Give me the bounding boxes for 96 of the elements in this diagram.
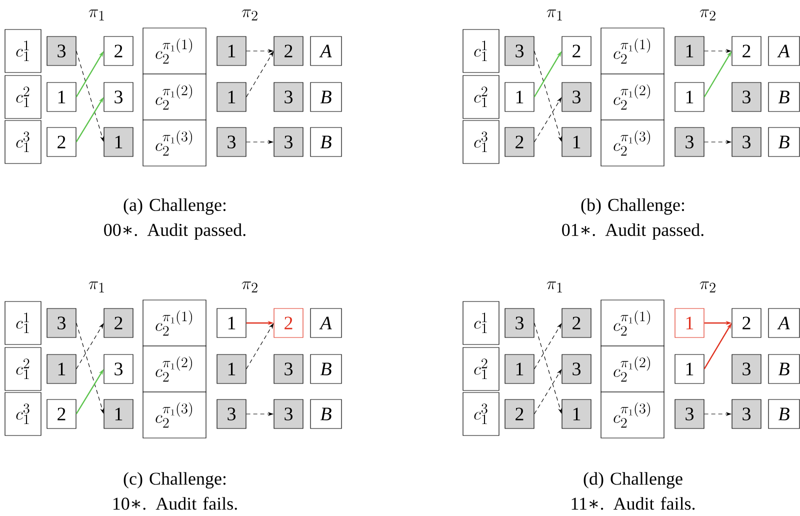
number-box: 2	[274, 308, 304, 338]
letter-box: A	[310, 36, 342, 66]
number-box: 3	[732, 354, 762, 384]
symbol-box: $c_1^3$	[4, 120, 42, 164]
number-box: 3	[104, 82, 134, 112]
symbol-box: $c_2^{\pi_1(3)}$	[142, 120, 206, 166]
number-box: 1	[216, 36, 246, 66]
symbol-box: $c_2^{\pi_1(1)}$	[600, 300, 664, 346]
letter-box: B	[310, 82, 342, 112]
symbol-box: $c_2^{\pi_1(2)}$	[600, 74, 664, 120]
permutation-label: $\pi_2$	[700, 282, 716, 292]
number-box: 2	[46, 127, 76, 157]
caption: (c) Challenge: 10∗. Audit fails.	[113, 472, 237, 510]
symbol-box: $c_1^3$	[4, 392, 42, 436]
number-box: 3	[216, 127, 246, 157]
number-box: 1	[104, 127, 134, 157]
number-box: 2	[562, 308, 592, 338]
letter-box: A	[768, 36, 800, 66]
symbol-box: $c_1^2$	[462, 75, 500, 119]
symbol-box: $c_1^3$	[462, 120, 500, 164]
symbol-box: $c_1^3$	[462, 392, 500, 436]
number-box: 3	[732, 127, 762, 157]
caption: (d) Challenge 11∗. Audit fails.	[572, 472, 695, 510]
symbol-box: $c_1^2$	[4, 75, 42, 119]
symbol-box: $c_2^{\pi_1(2)}$	[142, 346, 206, 392]
number-box: 1	[674, 82, 704, 112]
number-box: 1	[504, 82, 534, 112]
number-box: 3	[216, 399, 246, 429]
number-box: 2	[104, 308, 134, 338]
symbol-box: $c_1^1$	[4, 301, 42, 345]
number-box: 1	[674, 354, 704, 384]
letter-box: A	[768, 308, 800, 338]
permutation-label: $\pi_1$	[88, 282, 104, 292]
number-box: 1	[216, 308, 246, 338]
letter-box: B	[768, 399, 800, 429]
caption: (b) Challenge: 01∗. Audit passed.	[562, 198, 704, 240]
number-box: 2	[46, 399, 76, 429]
symbol-box: $c_1^1$	[4, 29, 42, 73]
number-box: 3	[274, 127, 304, 157]
symbol-box: $c_2^{\pi_1(3)}$	[142, 392, 206, 438]
number-box: 3	[674, 399, 704, 429]
permutation-label: $\pi_2$	[242, 282, 258, 292]
caption: (a) Challenge: 00∗. Audit passed.	[104, 198, 246, 240]
symbol-box: $c_2^{\pi_1(2)}$	[142, 74, 206, 120]
letter-box: B	[310, 354, 342, 384]
permutation-label: $\pi_1$	[546, 282, 562, 292]
permutation-label: $\pi_1$	[88, 10, 104, 20]
number-box: 1	[46, 82, 76, 112]
number-box: 3	[504, 36, 534, 66]
letter-box: B	[768, 82, 800, 112]
number-box: 3	[274, 82, 304, 112]
number-box: 3	[504, 308, 534, 338]
number-box: 3	[732, 399, 762, 429]
number-box: 3	[274, 354, 304, 384]
symbol-box: $c_2^{\pi_1(1)}$	[600, 28, 664, 74]
number-box: 3	[104, 354, 134, 384]
number-box: 2	[104, 36, 134, 66]
symbol-box: $c_1^1$	[462, 301, 500, 345]
number-box: 3	[562, 82, 592, 112]
number-box: 3	[46, 308, 76, 338]
permutation-label: $\pi_2$	[700, 10, 716, 20]
number-box: 1	[46, 354, 76, 384]
number-box: 3	[732, 82, 762, 112]
symbol-box: $c_2^{\pi_1(2)}$	[600, 346, 664, 392]
number-box: 2	[504, 399, 534, 429]
letter-box: A	[310, 308, 342, 338]
symbol-box: $c_2^{\pi_1(3)}$	[600, 120, 664, 166]
number-box: 1	[104, 399, 134, 429]
letter-box: B	[768, 127, 800, 157]
number-box: 2	[562, 36, 592, 66]
number-box: 2	[732, 308, 762, 338]
symbol-box: $c_2^{\pi_1(1)}$	[142, 300, 206, 346]
letter-box: B	[310, 399, 342, 429]
symbol-box: $c_2^{\pi_1(1)}$	[142, 28, 206, 74]
letter-box: B	[768, 354, 800, 384]
number-box: 2	[274, 36, 304, 66]
number-box: 1	[674, 36, 704, 66]
number-box: 3	[674, 127, 704, 157]
symbol-box: $c_1^2$	[462, 347, 500, 391]
number-box: 1	[216, 354, 246, 384]
number-box: 1	[562, 399, 592, 429]
number-box: 2	[504, 127, 534, 157]
letter-box: B	[310, 127, 342, 157]
symbol-box: $c_2^{\pi_1(3)}$	[600, 392, 664, 438]
number-box: 3	[562, 354, 592, 384]
number-box: 3	[274, 399, 304, 429]
symbol-box: $c_1^2$	[4, 347, 42, 391]
number-box: 1	[674, 308, 704, 338]
permutation-label: $\pi_1$	[546, 10, 562, 20]
number-box: 3	[46, 36, 76, 66]
number-box: 1	[504, 354, 534, 384]
number-box: 1	[216, 82, 246, 112]
number-box: 2	[732, 36, 762, 66]
number-box: 1	[562, 127, 592, 157]
permutation-label: $\pi_2$	[242, 10, 258, 20]
symbol-box: $c_1^1$	[462, 29, 500, 73]
